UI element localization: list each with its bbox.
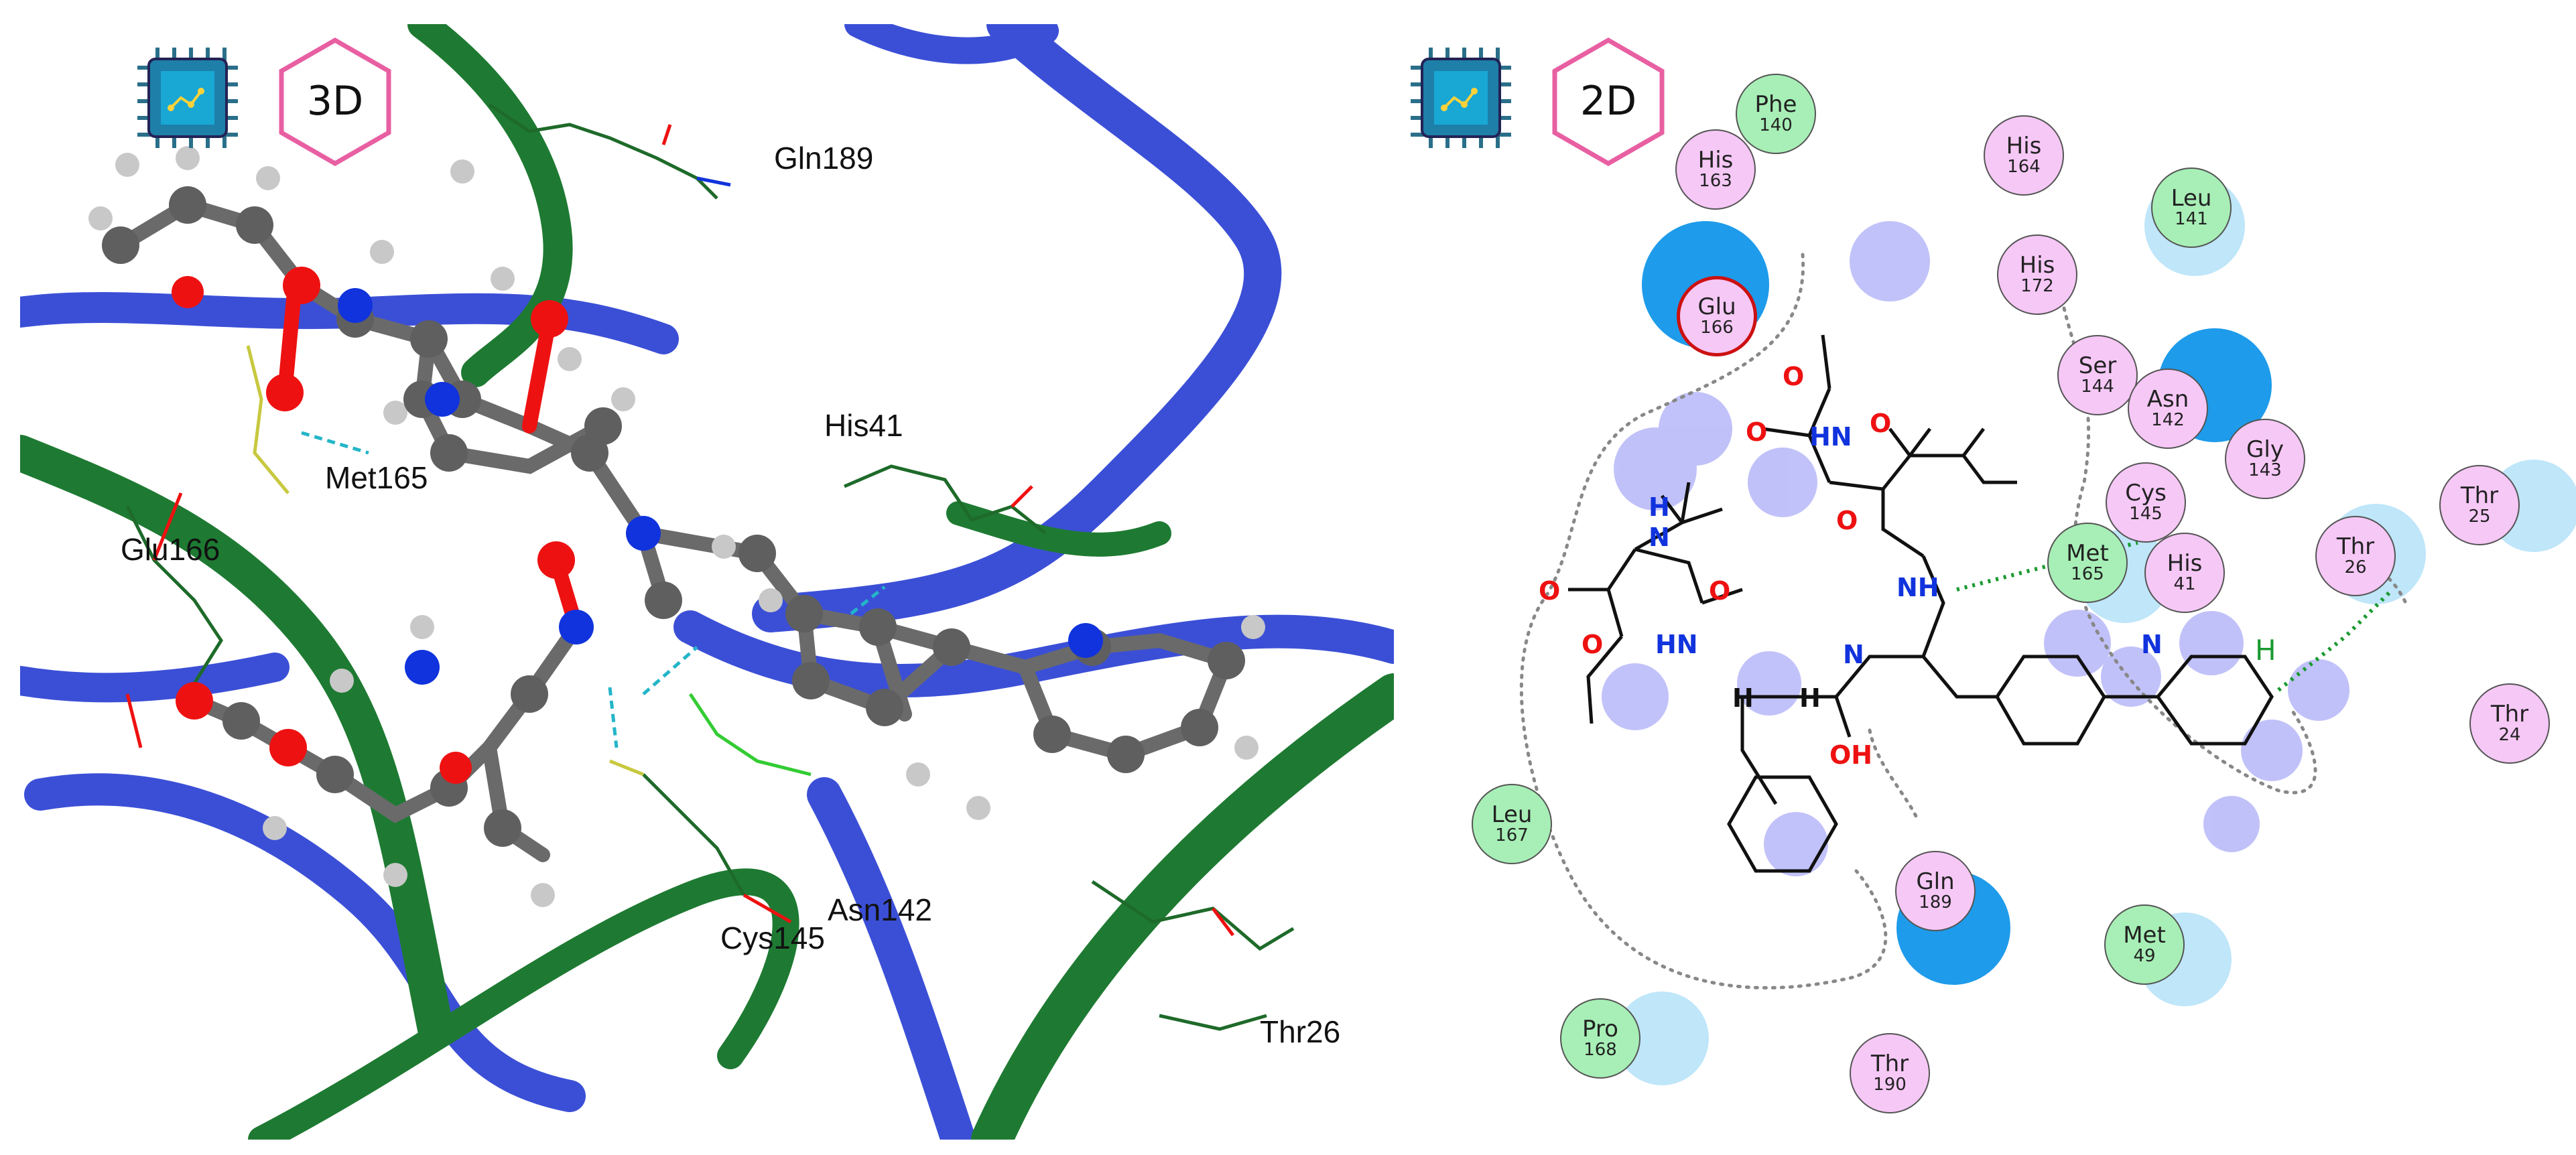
chip-icon <box>1411 48 1511 148</box>
chip-icon <box>137 48 238 148</box>
ribbon-blue-2 <box>752 24 1282 632</box>
3d-structure-canvas: Gln189 His41 Met165 Glu166 Cys145 Asn142… <box>20 24 1394 1140</box>
pi-h-marker: H <box>2255 634 2276 667</box>
ribbon-green-3 <box>971 673 1394 1140</box>
hbond-lines <box>301 431 886 748</box>
exposure-blobs <box>1602 221 2349 876</box>
label-thr26: Thr26 <box>1260 1014 1340 1049</box>
atom-o: O <box>1870 409 1891 438</box>
atom-hn: HN <box>1809 422 1852 452</box>
label-gln189: Gln189 <box>774 141 873 176</box>
ribbon-green-2 <box>407 24 573 387</box>
badge-2d-label: 2D <box>1580 78 1637 125</box>
atom-n: N <box>1843 640 1864 669</box>
atom-o: O <box>1746 417 1767 447</box>
residue-wireframes <box>125 103 1295 1031</box>
3d-view-panel: Gln189 His41 Met165 Glu166 Cys145 Asn142… <box>20 24 1394 1140</box>
label-his41: His41 <box>824 408 903 443</box>
hexagon-3d-badge <box>279 37 391 167</box>
ribbon-blue-6 <box>20 653 289 703</box>
atom-h: H <box>1732 683 1754 713</box>
ribbon-blue-4 <box>24 773 586 1112</box>
pocket-outline-3 <box>2330 563 2408 605</box>
label-asn142: Asn142 <box>828 892 932 927</box>
ligand-2d-sketch: O O O O O O O H N HN NH HN N N H H OH H <box>1519 221 2408 990</box>
protein-ribbons <box>20 24 1394 1140</box>
ribbon-green-5 <box>946 501 1171 557</box>
pocket-outline-4 <box>1868 728 1919 819</box>
atom-nh: NH <box>1896 573 1939 602</box>
ligand-atoms <box>88 146 1265 907</box>
ribbon-blue-5 <box>807 777 976 1140</box>
atom-o: O <box>1783 362 1804 391</box>
ribbon-blue-7 <box>844 24 1059 64</box>
atom-oh: OH <box>1829 740 1872 770</box>
atom-o: O <box>1539 576 1560 606</box>
interaction-lines <box>1956 541 2394 692</box>
atom-o: O <box>1836 506 1858 535</box>
atom-hn: HN <box>1655 630 1698 659</box>
2d-diagram-panel: 2D <box>1407 0 2576 1139</box>
atom-n: N <box>1649 523 1670 552</box>
atom-o: O <box>1709 576 1730 606</box>
label-met165: Met165 <box>325 460 428 495</box>
ribbon-green-1 <box>20 435 454 1047</box>
hexagon-2d-badge <box>1552 37 1665 167</box>
label-cys145: Cys145 <box>720 921 825 955</box>
label-glu166: Glu166 <box>121 532 220 567</box>
pocket-outline <box>1519 253 1888 990</box>
atom-h: H <box>1649 492 1670 522</box>
ligand-atom-labels: O O O O O O O H N HN NH HN N N H H OH <box>1539 362 2163 770</box>
pocket-outline-2 <box>2062 306 2317 795</box>
ligand-skeleton <box>1568 334 2274 873</box>
atom-o: O <box>1582 630 1603 659</box>
badge-3d-label: 3D <box>306 78 364 125</box>
atom-n: N <box>2141 630 2163 659</box>
ribbon-green-4 <box>248 868 799 1140</box>
atom-h: H <box>1799 683 1821 713</box>
